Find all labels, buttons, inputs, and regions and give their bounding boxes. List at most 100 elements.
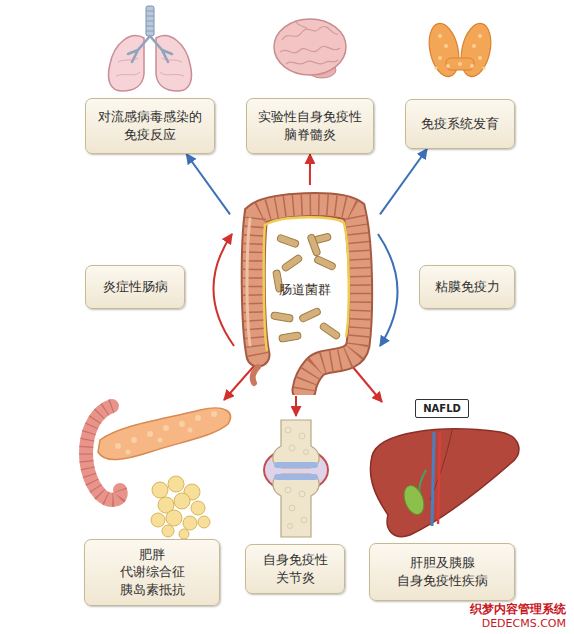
node-text-part: 炎症性肠病 — [103, 279, 168, 294]
pancreas-figure-part — [151, 476, 210, 539]
joint-figure-part-part — [304, 450, 309, 455]
bacterium — [299, 307, 322, 323]
lungs-figure-part — [146, 11, 154, 31]
influence-arrow — [380, 149, 427, 214]
effect-box: 肝胆及胰腺 自身免疫性疾病 — [369, 543, 515, 601]
pancreas-figure-part-part — [168, 476, 184, 492]
node-text: 自身免疫性 关节炎 — [263, 551, 328, 586]
joint-figure-part-part — [299, 433, 305, 439]
bacteria-figure — [271, 233, 341, 343]
bacterium — [271, 312, 294, 323]
node-text: 肠道菌群 — [279, 281, 331, 299]
joint-figure-part — [273, 474, 319, 537]
colon-figure-part — [247, 219, 250, 345]
effect-box: 对流感病毒感染的 免疫反应 — [85, 98, 215, 154]
joint-figure-part-part — [288, 524, 293, 529]
node-text-part: NAFLD — [423, 403, 461, 414]
colon-figure — [247, 205, 361, 390]
joint-figure-part-part — [285, 487, 291, 493]
bacterium — [281, 254, 303, 272]
pancreas-figure-part-part — [179, 421, 185, 427]
feedback-arrow — [213, 234, 234, 346]
thyroid-figure-part-part — [446, 64, 450, 68]
node-text: 免疫系统发育 — [421, 115, 499, 133]
liver-figure-part — [432, 432, 434, 526]
liver-figure-part — [370, 429, 518, 537]
pancreas-figure-part — [115, 411, 217, 455]
thyroid-figure-part — [457, 21, 496, 80]
thyroid-figure-part-part — [444, 44, 448, 48]
tag-box: NAFLD — [415, 399, 469, 418]
liver-figure-part — [438, 432, 440, 524]
joint-figure — [264, 420, 328, 537]
bacterium — [314, 255, 337, 271]
brain-figure-part — [274, 19, 346, 75]
bacterium — [319, 322, 341, 340]
pancreas-figure-part-part — [147, 431, 153, 437]
joint-figure-part-part — [299, 491, 305, 497]
bacterium — [279, 332, 302, 343]
node-text-part: 免疫反应 — [124, 127, 176, 142]
effect-box: 实验性自身免疫性 脑脊髓炎 — [246, 98, 374, 154]
colon-figure-part — [253, 367, 258, 383]
pancreas-figure-part-part — [162, 525, 174, 537]
thyroid-figure-part-part — [478, 56, 482, 60]
thyroid-figure-part-part — [470, 64, 474, 68]
pancreas-figure-part-part — [166, 510, 182, 526]
liver-figure — [370, 429, 518, 537]
node-text-part: 脑脊髓炎 — [284, 127, 336, 142]
lungs-figure-part — [109, 36, 145, 91]
joint-figure-part — [274, 462, 318, 468]
node-text-part: 胰岛素抵抗 — [120, 582, 185, 597]
node-text-part: 肠道菌群 — [279, 282, 331, 297]
pancreas-figure-part-part — [179, 529, 189, 539]
influence-arrow — [186, 154, 230, 214]
lungs-figure-part — [128, 36, 172, 62]
node-text: 肥胖 — [139, 546, 165, 564]
organ-arrow — [295, 396, 297, 416]
joint-figure-part-part — [289, 445, 295, 451]
colon-figure-part — [253, 205, 360, 390]
thyroid-figure-part-part — [472, 44, 476, 48]
node-text-part: 粘膜免疫力 — [435, 279, 500, 294]
pancreas-figure-part-part — [152, 482, 168, 498]
lungs-figure-part — [116, 58, 184, 76]
bacterium — [276, 234, 299, 248]
thyroid-figure-part-part — [434, 66, 437, 69]
node-text-part: 代谢综合征 — [120, 564, 185, 579]
thyroid-figure — [425, 21, 496, 80]
thyroid-figure-part-part — [478, 34, 482, 38]
node-text: 胰岛素抵抗 — [120, 581, 185, 599]
effect-box: 粘膜免疫力 — [419, 265, 515, 309]
node-text-part: 对流感病毒感染的 — [98, 109, 202, 124]
pancreas-figure — [86, 406, 231, 539]
node-text: 粘膜免疫力 — [435, 278, 500, 296]
joint-figure-part-part — [301, 517, 307, 523]
pancreas-figure-part-part — [163, 425, 169, 431]
effect-box: 自身免疫性 关节炎 — [245, 544, 345, 594]
node-text-part: 肥胖 — [139, 547, 165, 562]
effect-box: 炎症性肠病 — [85, 265, 185, 309]
thyroid-figure-part-part — [438, 56, 442, 60]
pancreas-figure-part-part — [174, 493, 190, 509]
colon-figure-part — [264, 217, 349, 351]
node-text: 对流感病毒感染的 免疫反应 — [98, 108, 202, 143]
thyroid-figure-part — [446, 58, 474, 70]
joint-figure-part — [274, 474, 318, 480]
thyroid-figure-part — [425, 21, 464, 80]
gut-shape: 肠道菌群 — [230, 185, 380, 395]
pancreas-figure-part-part — [158, 438, 163, 443]
pancreas-figure-part-part — [126, 450, 131, 455]
brain-figure-part — [280, 22, 340, 64]
brain-figure — [274, 19, 346, 78]
pancreas-figure-part-part — [131, 437, 137, 443]
pancreas-figure-part-part — [198, 516, 210, 528]
node-text-part: 自身免疫性 — [263, 552, 328, 567]
watermark-text: DEDECMS.COM — [482, 617, 566, 630]
node-text: NAFLD — [423, 402, 461, 415]
influence-arrow — [309, 154, 311, 185]
joint-figure-part — [273, 420, 319, 468]
lungs-figure — [109, 6, 192, 91]
